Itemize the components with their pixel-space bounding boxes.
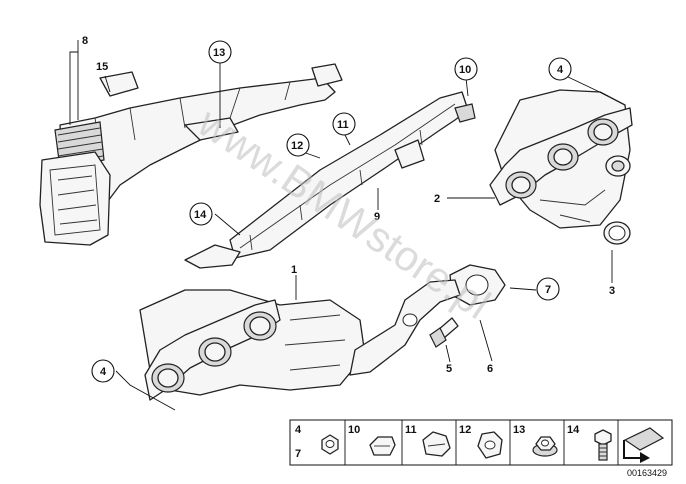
callout-circle-13 — [208, 40, 232, 64]
gasket-ring — [603, 221, 631, 245]
callout-15: 15 — [96, 61, 108, 73]
callout-11: 11 — [337, 119, 349, 131]
callout-3: 3 — [609, 285, 615, 297]
spring-clip-icon — [369, 436, 396, 456]
legend-num-13: 13 — [513, 424, 525, 436]
callout-7: 7 — [545, 284, 551, 296]
leader-lines — [69, 40, 613, 411]
parts-legend: 4 7 10 11 12 13 14 — [289, 419, 673, 466]
callout-10: 10 — [459, 64, 471, 76]
flange-gasket — [449, 264, 506, 306]
callout-6: 6 — [487, 363, 493, 375]
drawing-number: 00163429 — [627, 468, 667, 478]
direction-arrow-icon — [623, 427, 665, 463]
callout-8: 8 — [82, 35, 88, 47]
callout-2: 2 — [434, 193, 440, 205]
callout-circle-4-right — [548, 57, 572, 81]
legend-num-14: 14 — [567, 424, 580, 436]
legend-num-4: 4 — [295, 424, 302, 436]
callout-circle-14 — [189, 202, 213, 226]
callout-circle-11 — [332, 112, 356, 136]
callout-13: 13 — [213, 47, 225, 59]
heat-shield-bracket — [184, 91, 476, 269]
callout-circle-10 — [454, 57, 478, 81]
callout-circle-7 — [536, 277, 560, 301]
clamp-icon — [477, 431, 503, 459]
bolt-icon — [594, 429, 612, 461]
flange-nut-icon — [532, 436, 558, 457]
bolt — [429, 317, 459, 348]
callout-4-left: 4 — [100, 366, 107, 378]
right-exhaust-manifold — [489, 89, 633, 229]
callout-14: 14 — [194, 209, 207, 221]
callout-circle-12 — [286, 133, 310, 157]
callout-4-right: 4 — [557, 64, 564, 76]
hex-nut-icon — [321, 434, 339, 455]
left-exhaust-manifold — [139, 279, 461, 401]
callout-5: 5 — [446, 363, 452, 375]
callout-12: 12 — [291, 140, 303, 152]
callouts: 8 15 13 10 4 11 12 2 9 14 1 3 7 5 6 4 — [82, 35, 615, 383]
legend-num-12: 12 — [459, 424, 471, 436]
legend-num-10: 10 — [348, 424, 360, 436]
retaining-clip-icon — [422, 431, 451, 457]
callout-9: 9 — [374, 211, 380, 223]
callout-circle-4-left — [91, 359, 115, 383]
legend-num-7: 7 — [295, 448, 301, 460]
legend-num-11: 11 — [405, 424, 417, 436]
callout-1: 1 — [291, 264, 297, 276]
